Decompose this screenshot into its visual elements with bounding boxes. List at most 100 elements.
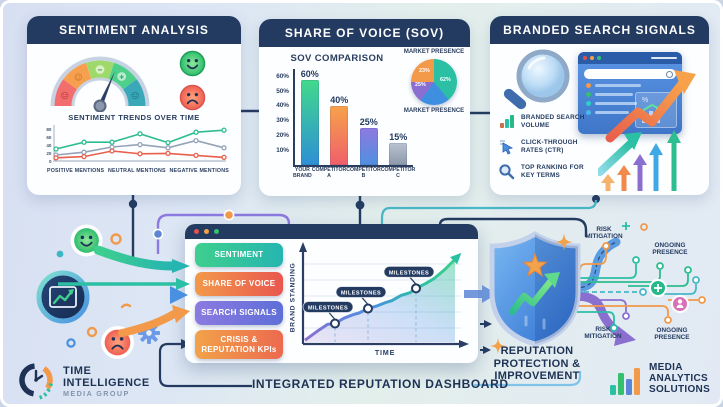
sov-y-tick: 20% (276, 131, 289, 139)
shield-caption: REPUTATION PROTECTION & IMPROVEMENT (493, 345, 581, 383)
sentiment-gauge: ☹ ☺ − + ☹ (50, 56, 150, 112)
trend-point (193, 152, 199, 159)
label-ongoing-presence-bottom: ONGOING PRESENCE (654, 327, 690, 342)
ascending-arrow-orange-small (601, 174, 615, 191)
milestone-badge (302, 301, 354, 313)
trends-y-tick: 80 (46, 127, 52, 132)
bar-your-brand: 60% (295, 69, 325, 165)
bar-competitor-a: 40% (325, 69, 355, 165)
trend-point (221, 127, 227, 133)
browser-search-bar (584, 69, 676, 79)
circuit-lines (570, 222, 706, 346)
trends-x-labels: POSITIVE MENTIONS NEUTRAL MENTIONS NEGAT… (27, 168, 241, 174)
window-dot-green (214, 229, 219, 234)
trend-point (221, 154, 227, 161)
happy-face-icon (179, 50, 206, 76)
trend-point (137, 131, 143, 137)
bar (330, 105, 349, 165)
browser-dot-red (583, 56, 587, 60)
legend-positive-mentions: POSITIVE MENTIONS (47, 168, 105, 174)
ascending-arrow-orange (617, 165, 631, 191)
bar (389, 142, 408, 165)
time-axis-label: TIME (374, 348, 396, 357)
ascending-arrow-blue (649, 143, 663, 191)
legend-neutral-mentions: NEUTRAL MENTIONS (107, 168, 166, 174)
trends-chart-title: SENTIMENT TRENDS OVER TIME (68, 113, 200, 122)
browser-dot-green (597, 56, 601, 60)
sov-y-tick: 40% (276, 102, 289, 110)
milestone-badge (335, 286, 387, 298)
trend-point (53, 146, 59, 152)
panel-sentiment-analysis: SENTIMENT ANALYSIS ☹ ☺ − + ☹ (27, 16, 241, 195)
dashboard-caption: INTEGRATED REPUTATION DASHBOARD (252, 377, 509, 391)
milestone-label: MILESTONES (389, 270, 429, 276)
trends-y-tick: 0 (49, 159, 52, 164)
button-crisis-reputation-kpis[interactable]: CRISIS & REPUTATION KPIs (195, 330, 283, 359)
ascending-arrow-purple (633, 154, 647, 191)
logo-line-media: MEDIA (649, 362, 683, 373)
sad-face-icon (179, 84, 206, 110)
milestone-marker (411, 283, 421, 294)
magnifier-small-icon (498, 163, 515, 180)
trend-point (81, 139, 87, 145)
sov-plot-area: 60% 40% 25% 15% (293, 69, 413, 167)
brand-area (305, 259, 455, 342)
trend-point (165, 139, 171, 146)
panel-branded-search-signals: BRANDED SEARCH SIGNALS (490, 16, 709, 195)
trend-point (81, 149, 87, 155)
milestone-label: MILESTONES (341, 291, 381, 297)
trends-axes (53, 125, 226, 162)
button-sentiment[interactable]: SENTIMENT (195, 243, 283, 267)
milestone-marker (363, 303, 373, 314)
sov-y-tick: 10% (276, 146, 289, 154)
pie-label-25: 25% (415, 81, 426, 88)
sov-y-ticks: 60%50%40%30%20%10% (269, 69, 291, 165)
arrow-to-shield (464, 285, 497, 303)
clock-icon (19, 363, 53, 400)
brand-line-arrowhead (450, 252, 462, 265)
pie-title-bottom: MARKET PRESENCE (403, 107, 465, 114)
trend-point (137, 141, 143, 148)
ascending-arrow-green (667, 130, 681, 191)
reputation-shield-icon (489, 231, 581, 347)
window-dot-orange (204, 229, 209, 234)
milestone-stem (409, 276, 417, 285)
trend-point (165, 150, 171, 157)
panel-sentiment-header: SENTIMENT ANALYSIS (27, 16, 241, 44)
legend-negative-mentions: NEGATIVE MENTIONS (169, 168, 229, 174)
sparkle-icon (490, 338, 506, 354)
trend-point (193, 137, 199, 144)
bullet-click-through-rates: CLICK-THROUGH RATES (CTR) (498, 138, 602, 155)
pie-label-62: 62% (440, 76, 451, 83)
trend-point (165, 145, 171, 151)
milestone-marker (330, 318, 340, 329)
star-icon (522, 252, 548, 277)
label-ongoing-presence-top: ONGOING PRESENCE (652, 242, 688, 257)
logo-line-intelligence: INTELLIGENCE (63, 376, 150, 389)
milestone-stem (361, 297, 369, 305)
bar-competitor-b: 25% (354, 69, 384, 165)
decorative-dots (56, 233, 132, 348)
gauge-needle (97, 71, 115, 106)
growth-arrows (598, 70, 696, 191)
media-analytics-logo: MEDIA ANALYTICS SOLUTIONS (610, 362, 710, 396)
sov-y-tick: 30% (276, 117, 289, 125)
label-risk-mitigation-top: RISK MITIGATION (585, 226, 623, 241)
plus-badge-icon (649, 279, 667, 297)
milestone-stem (328, 312, 336, 320)
browser-titlebar (578, 52, 682, 64)
panel-search-header: BRANDED SEARCH SIGNALS (490, 16, 709, 44)
button-search-signals[interactable]: SEARCH SIGNALS (195, 301, 283, 325)
button-share-of-voice[interactable]: SHARE OF VOICE (195, 272, 283, 296)
bar-chart-logo-icon (610, 367, 640, 395)
milestone-label: MILESTONES (308, 306, 348, 312)
pie-chart (411, 58, 457, 105)
svg-text:☹: ☹ (131, 92, 139, 101)
sov-bar-chart: 60%50%40%30%20%10% 60% 40% 25% 15% (269, 69, 415, 187)
person-badge-icon (671, 295, 689, 313)
logo-line-solutions: SOLUTIONS (649, 384, 711, 396)
trends-y-tick: 60 (46, 135, 52, 140)
trend-point (109, 139, 115, 145)
